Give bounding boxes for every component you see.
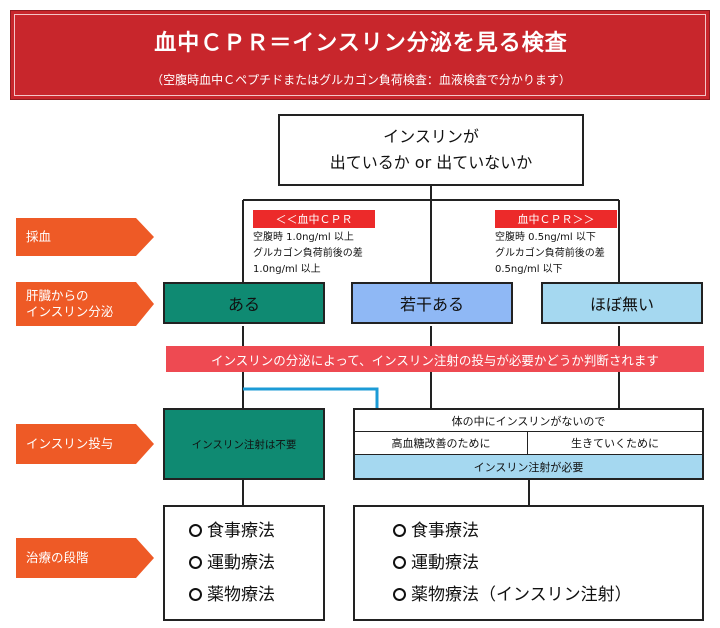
circle-icon <box>189 524 202 537</box>
therapy-right-item: 食事療法 <box>393 515 702 547</box>
cpr-right-line-3: 0.5ng/ml 以下 <box>495 264 563 275</box>
therapy-left-item: 食事療法 <box>189 515 323 547</box>
label-liver-secretion-line-2: インスリン分泌 <box>26 304 114 319</box>
therapy-box-right: 食事療法 運動療法 薬物療法（インスリン注射） <box>353 505 704 621</box>
label-treatment-stage-text: 治療の段階 <box>26 550 89 565</box>
therapy-left-item: 運動療法 <box>189 547 323 579</box>
label-insulin-administration: インスリン投与 <box>16 424 154 464</box>
label-blood-sampling: 採血 <box>16 218 154 256</box>
judgement-banner: インスリンの分泌によって、インスリン注射の投与が必要かどうか判断されます <box>166 346 704 372</box>
question-line-1: インスリンが <box>383 127 479 146</box>
therapy-left-diet: 食事療法 <box>207 521 275 541</box>
circle-icon <box>189 556 202 569</box>
question-box: インスリンが 出ているか or 出ていないか <box>278 114 584 186</box>
page-title: 血中ＣＰＲ＝インスリン分泌を見る検査 <box>154 31 568 56</box>
therapy-right-item: 薬物療法（インスリン注射） <box>393 579 702 611</box>
insulin-needed-result: インスリン注射が必要 <box>355 454 702 478</box>
cpr-tag-left: ＜＜血中ＣＰＲ <box>253 210 375 228</box>
therapy-right-exercise: 運動療法 <box>411 553 479 573</box>
therapy-left-exercise: 運動療法 <box>207 553 275 573</box>
insulin-not-needed-box: インスリン注射は不要 <box>163 408 325 480</box>
therapy-right-drug: 薬物療法（インスリン注射） <box>411 585 632 605</box>
cpr-right-line-2: グルカゴン負荷前後の差 <box>495 248 605 259</box>
question-line-2: 出ているか or 出ていないか <box>329 153 533 172</box>
therapy-right-item: 運動療法 <box>393 547 702 579</box>
therapy-right-diet: 食事療法 <box>411 521 479 541</box>
cpr-left-line-1: 空腹時 1.0ng/ml 以上 <box>253 232 354 243</box>
cpr-right-line-1: 空腹時 0.5ng/ml 以下 <box>495 232 596 243</box>
insulin-needed-purpose-a: 高血糖改善のために <box>355 432 528 454</box>
circle-icon <box>393 524 406 537</box>
cpr-tag-right: 血中ＣＰＲ＞＞ <box>495 210 617 228</box>
circle-icon <box>189 588 202 601</box>
label-blood-sampling-text: 採血 <box>26 229 52 244</box>
label-liver-secretion-line-1: 肝臓からの <box>26 288 89 303</box>
secretion-slight: 若干ある <box>351 282 513 324</box>
cpr-left-line-2: グルカゴン負荷前後の差 <box>253 248 363 259</box>
header-banner: 血中ＣＰＲ＝インスリン分泌を見る検査 （空腹時血中Ｃペプチドまたはグルカゴン負荷… <box>10 10 710 100</box>
therapy-box-left: 食事療法 運動療法 薬物療法 <box>163 505 325 621</box>
label-liver-secretion: 肝臓からの インスリン分泌 <box>16 282 154 326</box>
insulin-needed-reason: 体の中にインスリンがないので <box>355 410 702 432</box>
cpr-left-line-3: 1.0ng/ml 以上 <box>253 264 321 275</box>
secretion-almost-none: ほぼ無い <box>541 282 703 324</box>
label-insulin-administration-text: インスリン投与 <box>26 436 114 451</box>
label-treatment-stage: 治療の段階 <box>16 538 154 578</box>
insulin-needed-box: 体の中にインスリンがないので 高血糖改善のために 生きていくために インスリン注… <box>353 408 704 480</box>
cpr-criteria-right: 空腹時 0.5ng/ml 以下 グルカゴン負荷前後の差 0.5ng/ml 以下 <box>495 230 665 278</box>
therapy-left-drug: 薬物療法 <box>207 585 275 605</box>
circle-icon <box>393 556 406 569</box>
page-subtitle: （空腹時血中Ｃペプチドまたはグルカゴン負荷検査：血液検査で分かります） <box>151 72 571 87</box>
circle-icon <box>393 588 406 601</box>
therapy-left-item: 薬物療法 <box>189 579 323 611</box>
insulin-needed-purpose-b: 生きていくために <box>571 437 659 450</box>
cpr-criteria-left: 空腹時 1.0ng/ml 以上 グルカゴン負荷前後の差 1.0ng/ml 以上 <box>253 230 423 278</box>
secretion-present: ある <box>163 282 325 324</box>
